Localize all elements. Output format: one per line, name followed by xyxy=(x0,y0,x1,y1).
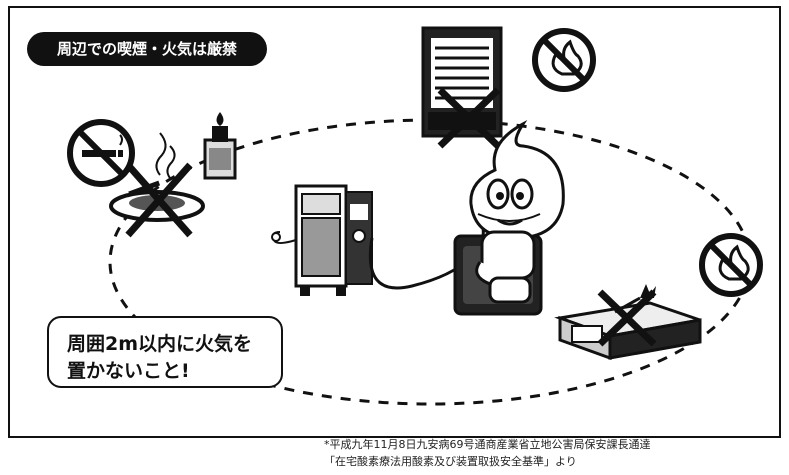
oxygen-concentrator xyxy=(271,184,373,296)
no-open-flame-icon xyxy=(532,28,596,92)
footnote: *平成九年11月8日九安病69号通商産業省立地公害局保安課長通達 「在宅酸素療法… xyxy=(324,436,651,470)
no-smoking-icon xyxy=(67,119,135,187)
x-mark-icon xyxy=(125,162,193,238)
matchbox-group xyxy=(554,284,702,361)
footnote-line-1: *平成九年11月8日九安病69号通商産業省立地公害局保安課長通達 xyxy=(324,438,651,451)
x-mark-icon xyxy=(597,289,657,347)
caution-line-1: 周囲2m以内に火気を xyxy=(67,333,253,355)
caution-box: 周囲2m以内に火気を 置かないこと! xyxy=(47,316,283,388)
mascot-character xyxy=(469,120,565,304)
heater-group xyxy=(421,26,503,149)
no-open-flame-icon xyxy=(699,233,763,297)
ashtray-cigarette-group xyxy=(109,112,237,238)
caution-line-2: 置かないこと! xyxy=(67,360,190,382)
footnote-line-2: 「在宅酸素療法用酸素及び装置取扱安全基準」より xyxy=(324,455,577,468)
x-mark-icon xyxy=(437,87,501,149)
page-title: 周辺での喫煙・火気は厳禁 xyxy=(27,32,267,66)
